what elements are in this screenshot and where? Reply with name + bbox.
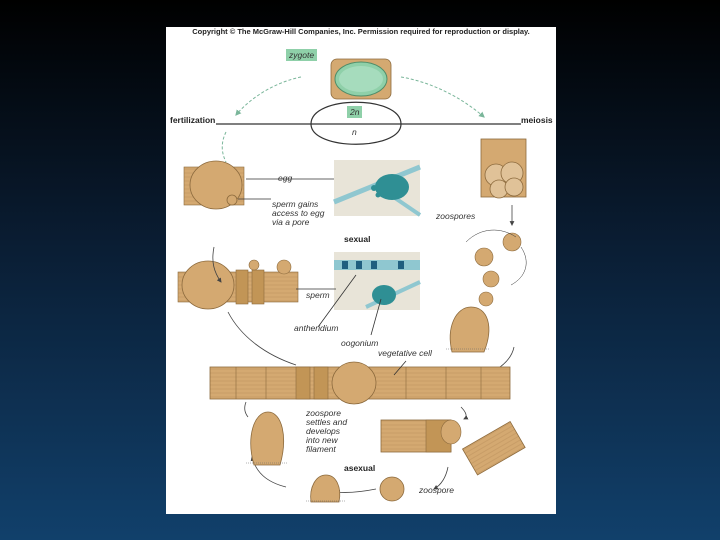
zoospore-label: zoospore xyxy=(419,486,454,495)
free-zoospore xyxy=(380,477,404,501)
diploid-label: 2n xyxy=(347,106,362,118)
germling-left xyxy=(246,412,288,465)
zygote-cell xyxy=(331,59,391,99)
sperm-label: sperm xyxy=(306,291,330,300)
meiosis-label: meiosis xyxy=(521,116,553,125)
oogonium-label: oogonium xyxy=(341,339,378,348)
egg-filament xyxy=(184,161,244,209)
zoospores-label: zoospores xyxy=(436,212,475,221)
vegetative-filament xyxy=(210,362,510,404)
cycle-arrow-left xyxy=(236,77,301,115)
vegetative-cell-label: vegetative cell xyxy=(378,349,432,358)
arrow-up-to-filament xyxy=(245,402,248,417)
fertilization-label: fertilization xyxy=(170,116,215,125)
arrow-zoospore-left xyxy=(336,489,376,492)
antheridium-label: antheridium xyxy=(294,324,338,333)
cycle-arrow-right xyxy=(401,77,484,117)
cycle-arrow-left-lower xyxy=(222,132,226,162)
germinating-zoospore-right xyxy=(446,307,490,352)
sexual-micrograph-lower xyxy=(334,252,420,310)
settled-zoospore xyxy=(306,475,346,502)
arrow-from-antheridium xyxy=(228,312,296,365)
sexual-micrograph-upper xyxy=(334,160,420,216)
sexual-label: sexual xyxy=(344,235,370,244)
life-cycle-figure: Copyright © The McGraw-Hill Companies, I… xyxy=(166,27,556,514)
zoosporangium-filaments xyxy=(381,420,525,475)
antheridium-filament xyxy=(178,260,298,309)
meiosis-cell xyxy=(481,139,526,198)
sperm-pore-label-3: via a pore xyxy=(272,218,309,227)
zygote-label: zygote xyxy=(286,49,317,61)
arrow-to-zoosporangium xyxy=(461,407,466,419)
released-zoospores xyxy=(466,230,526,306)
life-cycle-diagram xyxy=(166,27,556,514)
egg-label: egg xyxy=(278,174,292,183)
zoospore-settles-label-5: filament xyxy=(306,445,336,454)
asexual-label: asexual xyxy=(344,464,375,473)
haploid-label: n xyxy=(352,128,357,137)
